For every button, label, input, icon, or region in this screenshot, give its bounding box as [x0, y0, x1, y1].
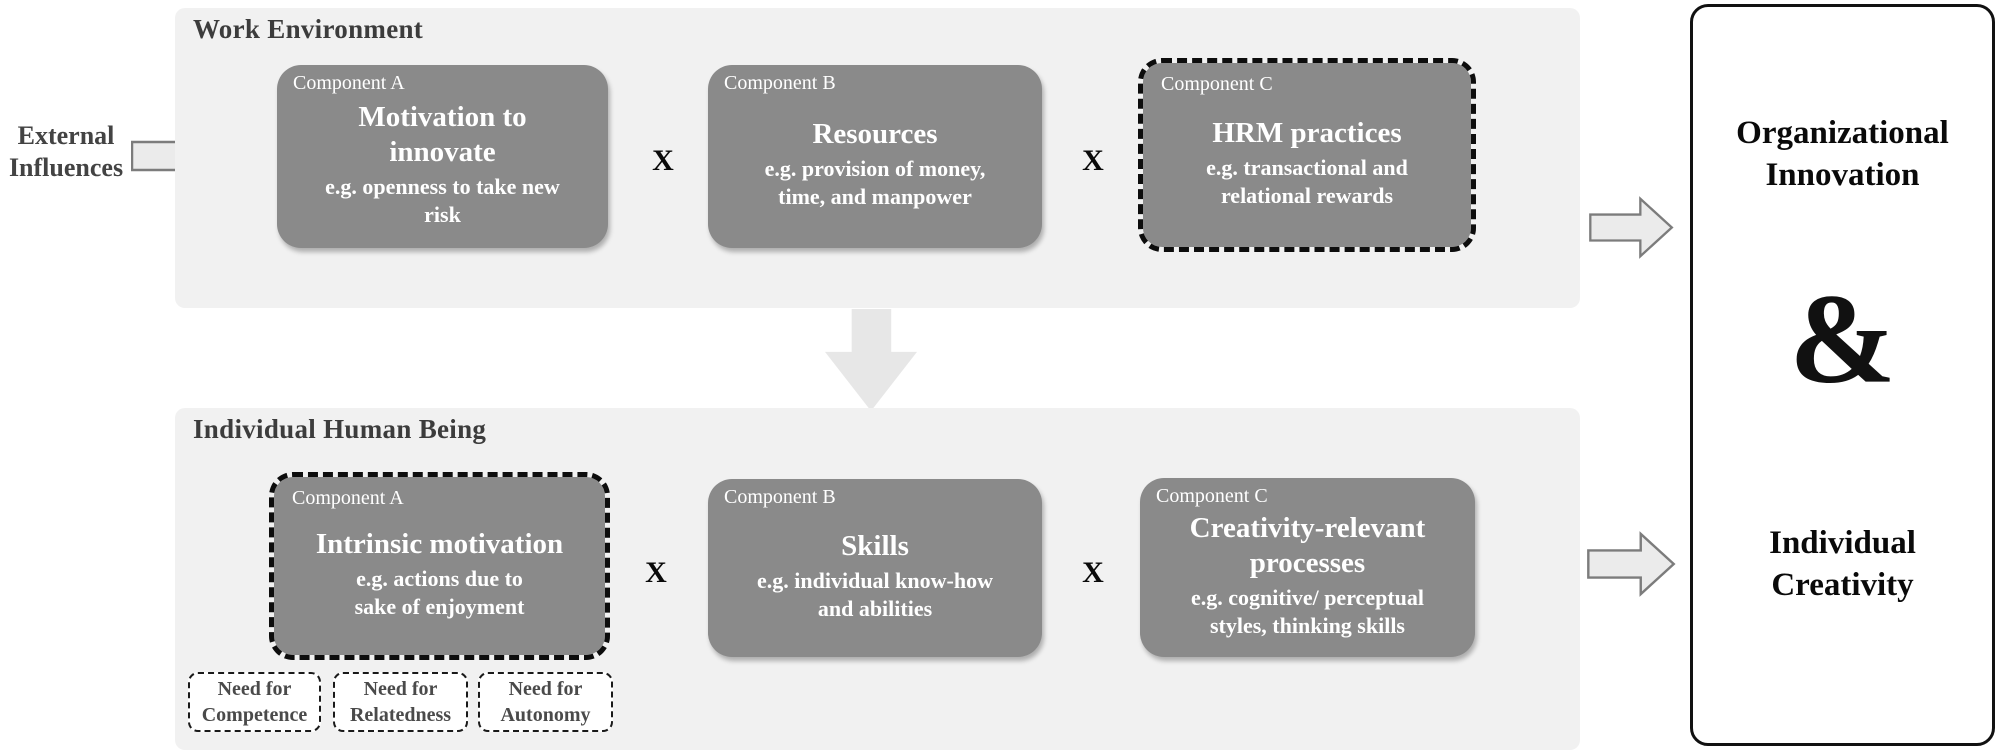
external-influences-label: External Influences — [8, 121, 124, 182]
component-title: Motivation to innovate — [358, 101, 527, 168]
component-tag: Component B — [724, 486, 836, 508]
component-tag: Component A — [293, 72, 405, 94]
individual-creativity-label: Individual Creativity — [1769, 525, 1916, 603]
component-tag: Component B — [724, 72, 836, 94]
down-arrow-icon — [825, 309, 917, 411]
component-box-intrinsic-motivation: Component A Intrinsic motivation e.g. ac… — [269, 472, 610, 660]
component-example: e.g. cognitive/ perceptual styles, think… — [1191, 584, 1424, 638]
component-box-skills: Component B Skills e.g. individual know-… — [708, 479, 1042, 657]
component-title: Resources — [812, 118, 938, 151]
component-box-hrm-practices: Component C HRM practices e.g. transacti… — [1138, 58, 1476, 252]
component-title: Intrinsic motivation — [315, 527, 564, 560]
component-box-motivation: Component A Motivation to innovate e.g. … — [277, 65, 608, 248]
innovation-arrow-icon — [1589, 196, 1674, 259]
component-title: Creativity-relevant processes — [1189, 512, 1426, 579]
need-competence-box: Need for Competence — [188, 672, 321, 732]
individual-human-being-title: Individual Human Being — [193, 414, 487, 444]
component-title: HRM practices — [1212, 116, 1402, 149]
work-environment-panel: Work Environment Component A Motivation … — [175, 8, 1580, 308]
component-box-resources: Component B Resources e.g. provision of … — [708, 65, 1042, 248]
need-autonomy-box: Need for Autonomy — [478, 672, 613, 732]
component-example: e.g. provision of money, time, and manpo… — [764, 156, 986, 210]
creativity-arrow-icon — [1587, 531, 1676, 597]
component-tag: Component A — [292, 487, 404, 509]
outcome-panel: Organizational Innovation & Individual C… — [1690, 4, 1995, 746]
need-relatedness-box: Need for Relatedness — [333, 672, 468, 732]
component-example: e.g. transactional and relational reward… — [1206, 154, 1408, 208]
multiply-operator: X — [652, 144, 674, 177]
work-environment-title: Work Environment — [193, 14, 424, 44]
component-example: e.g. individual know-how and abilities — [757, 567, 993, 621]
component-example: e.g. openness to take new risk — [325, 173, 560, 227]
organizational-innovation-label: Organizational Innovation — [1736, 115, 1949, 193]
component-box-creativity-processes: Component C Creativity-relevant processe… — [1140, 478, 1475, 657]
component-title: Skills — [841, 529, 909, 562]
component-tag: Component C — [1161, 73, 1273, 95]
multiply-operator: X — [1082, 556, 1104, 589]
component-example: e.g. actions due to sake of enjoyment — [354, 565, 525, 619]
component-tag: Component C — [1156, 485, 1268, 507]
multiply-operator: X — [1082, 144, 1104, 177]
ampersand-connector: & — [1789, 268, 1896, 410]
multiply-operator: X — [645, 556, 667, 589]
individual-human-being-panel: Individual Human Being Component A Intri… — [175, 408, 1580, 750]
